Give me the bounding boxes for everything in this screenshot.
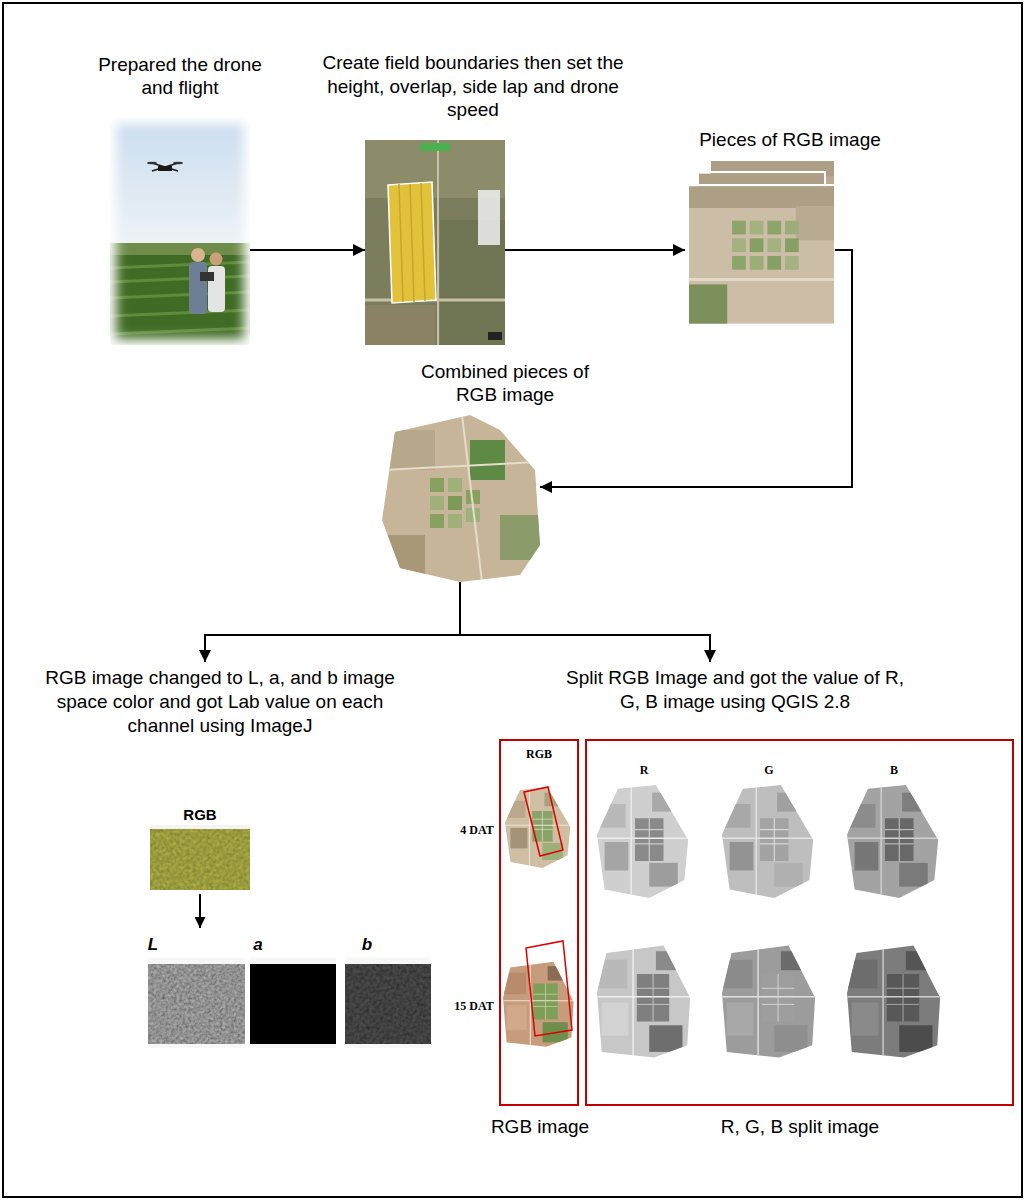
illustration-part <box>150 825 250 829</box>
figure-label: G <box>764 763 773 778</box>
illustration-part <box>505 787 573 869</box>
step-heading: Prepared the drone and flight <box>80 53 280 101</box>
figure-label: b <box>362 935 372 955</box>
illustration-part <box>148 958 245 1048</box>
illustration-part <box>437 140 439 345</box>
illustration-part <box>365 140 505 198</box>
illustration-part <box>688 185 835 325</box>
figure-label: 4 DAT <box>460 823 493 838</box>
illustration-part <box>462 415 482 582</box>
illustration-part <box>365 140 505 345</box>
illustration-part <box>150 825 250 890</box>
illustration-part <box>430 496 444 510</box>
illustration-part <box>399 183 425 302</box>
step-heading: Create field boundaries then set the hei… <box>301 51 646 122</box>
flight-plan-screenshot <box>365 140 505 345</box>
illustration-part <box>430 514 444 528</box>
illustration-part <box>191 248 205 262</box>
flow-arrow <box>205 582 460 662</box>
figure-label: L <box>148 935 158 955</box>
rgb-split-figure <box>500 740 1013 1105</box>
illustration-part <box>385 535 425 575</box>
illustration-part <box>110 262 250 334</box>
illustration-part <box>448 514 462 528</box>
illustration-part <box>500 740 578 1105</box>
illustration-part <box>199 894 201 928</box>
illustration-part <box>147 162 183 171</box>
illustration-part <box>470 440 505 480</box>
figure-label: R, G, B split image <box>721 1116 879 1138</box>
illustration-part <box>448 496 462 510</box>
figure-label: R <box>640 763 649 778</box>
illustration-part <box>173 162 183 164</box>
illustration-part <box>380 430 435 470</box>
outer-frame <box>3 3 1022 1197</box>
flow-arrow <box>250 249 365 251</box>
illustration-part <box>189 262 207 314</box>
flow-arrow <box>460 582 710 662</box>
figure-label: a <box>253 935 262 955</box>
illustration-part <box>448 478 462 492</box>
illustration-part <box>147 162 157 164</box>
illustration-part <box>152 163 178 171</box>
illustration-part <box>586 740 1013 1105</box>
illustration-part <box>488 332 502 340</box>
mosaic-step: Combined pieces of RGB image <box>380 415 540 582</box>
illustration-part <box>597 946 692 1060</box>
illustration-part <box>847 946 942 1060</box>
illustration-part <box>148 1044 245 1048</box>
illustration-part <box>110 255 250 345</box>
step-text: RGB image changed to L, a, and b image s… <box>30 666 410 737</box>
illustration-part <box>388 182 436 303</box>
planning-step: Create field boundaries then set the hei… <box>365 140 505 345</box>
illustration-part <box>210 253 223 266</box>
illustration-part <box>110 243 250 257</box>
orthomosaic <box>380 415 540 582</box>
illustration-part <box>500 515 540 560</box>
image-tiles <box>688 160 835 325</box>
illustration-part <box>345 958 431 964</box>
step-heading: Combined pieces of RGB image <box>415 360 595 408</box>
illustration-part <box>597 785 692 899</box>
figure-label: 15 DAT <box>454 999 493 1014</box>
illustration-part <box>478 190 500 245</box>
illustration-part <box>250 1044 336 1048</box>
figure-label: B <box>890 763 898 778</box>
flow-arrow <box>505 249 685 251</box>
step-heading: Pieces of RGB image <box>675 128 905 152</box>
drone-photo <box>110 118 250 345</box>
illustration-part <box>847 785 942 899</box>
illustration-part <box>382 462 540 470</box>
illustration-part <box>345 1044 431 1048</box>
illustration-part <box>722 946 817 1060</box>
illustration-part <box>148 958 245 964</box>
lab-conversion-figure <box>148 825 431 1048</box>
illustration-part <box>250 958 336 1048</box>
illustration-part <box>110 118 250 258</box>
figure-label: RGB image <box>491 1116 589 1138</box>
illustration-part <box>524 787 563 856</box>
illustration-part <box>380 415 540 582</box>
illustration-part <box>430 478 444 492</box>
illustration-part <box>526 941 572 1036</box>
illustration-part <box>152 163 178 171</box>
illustration-part <box>250 958 336 964</box>
lab-step: RGB image changed to L, a, and b image s… <box>20 662 420 1082</box>
photo-step: Prepared the drone and flight <box>110 118 250 345</box>
figure-label: RGB <box>183 806 216 823</box>
illustration-part <box>688 186 835 323</box>
illustration-part <box>200 272 214 281</box>
step-text: Split RGB Image and got the value of R, … <box>555 666 915 714</box>
illustration-part <box>365 305 435 345</box>
figure-label: RGB <box>526 747 552 762</box>
split-step: Split RGB Image and got the value of R, … <box>455 662 1015 1102</box>
illustration-part <box>722 785 817 899</box>
image-tiles-step: Pieces of RGB image <box>685 160 835 325</box>
illustration-part <box>345 958 431 1048</box>
illustration-part <box>420 143 450 151</box>
